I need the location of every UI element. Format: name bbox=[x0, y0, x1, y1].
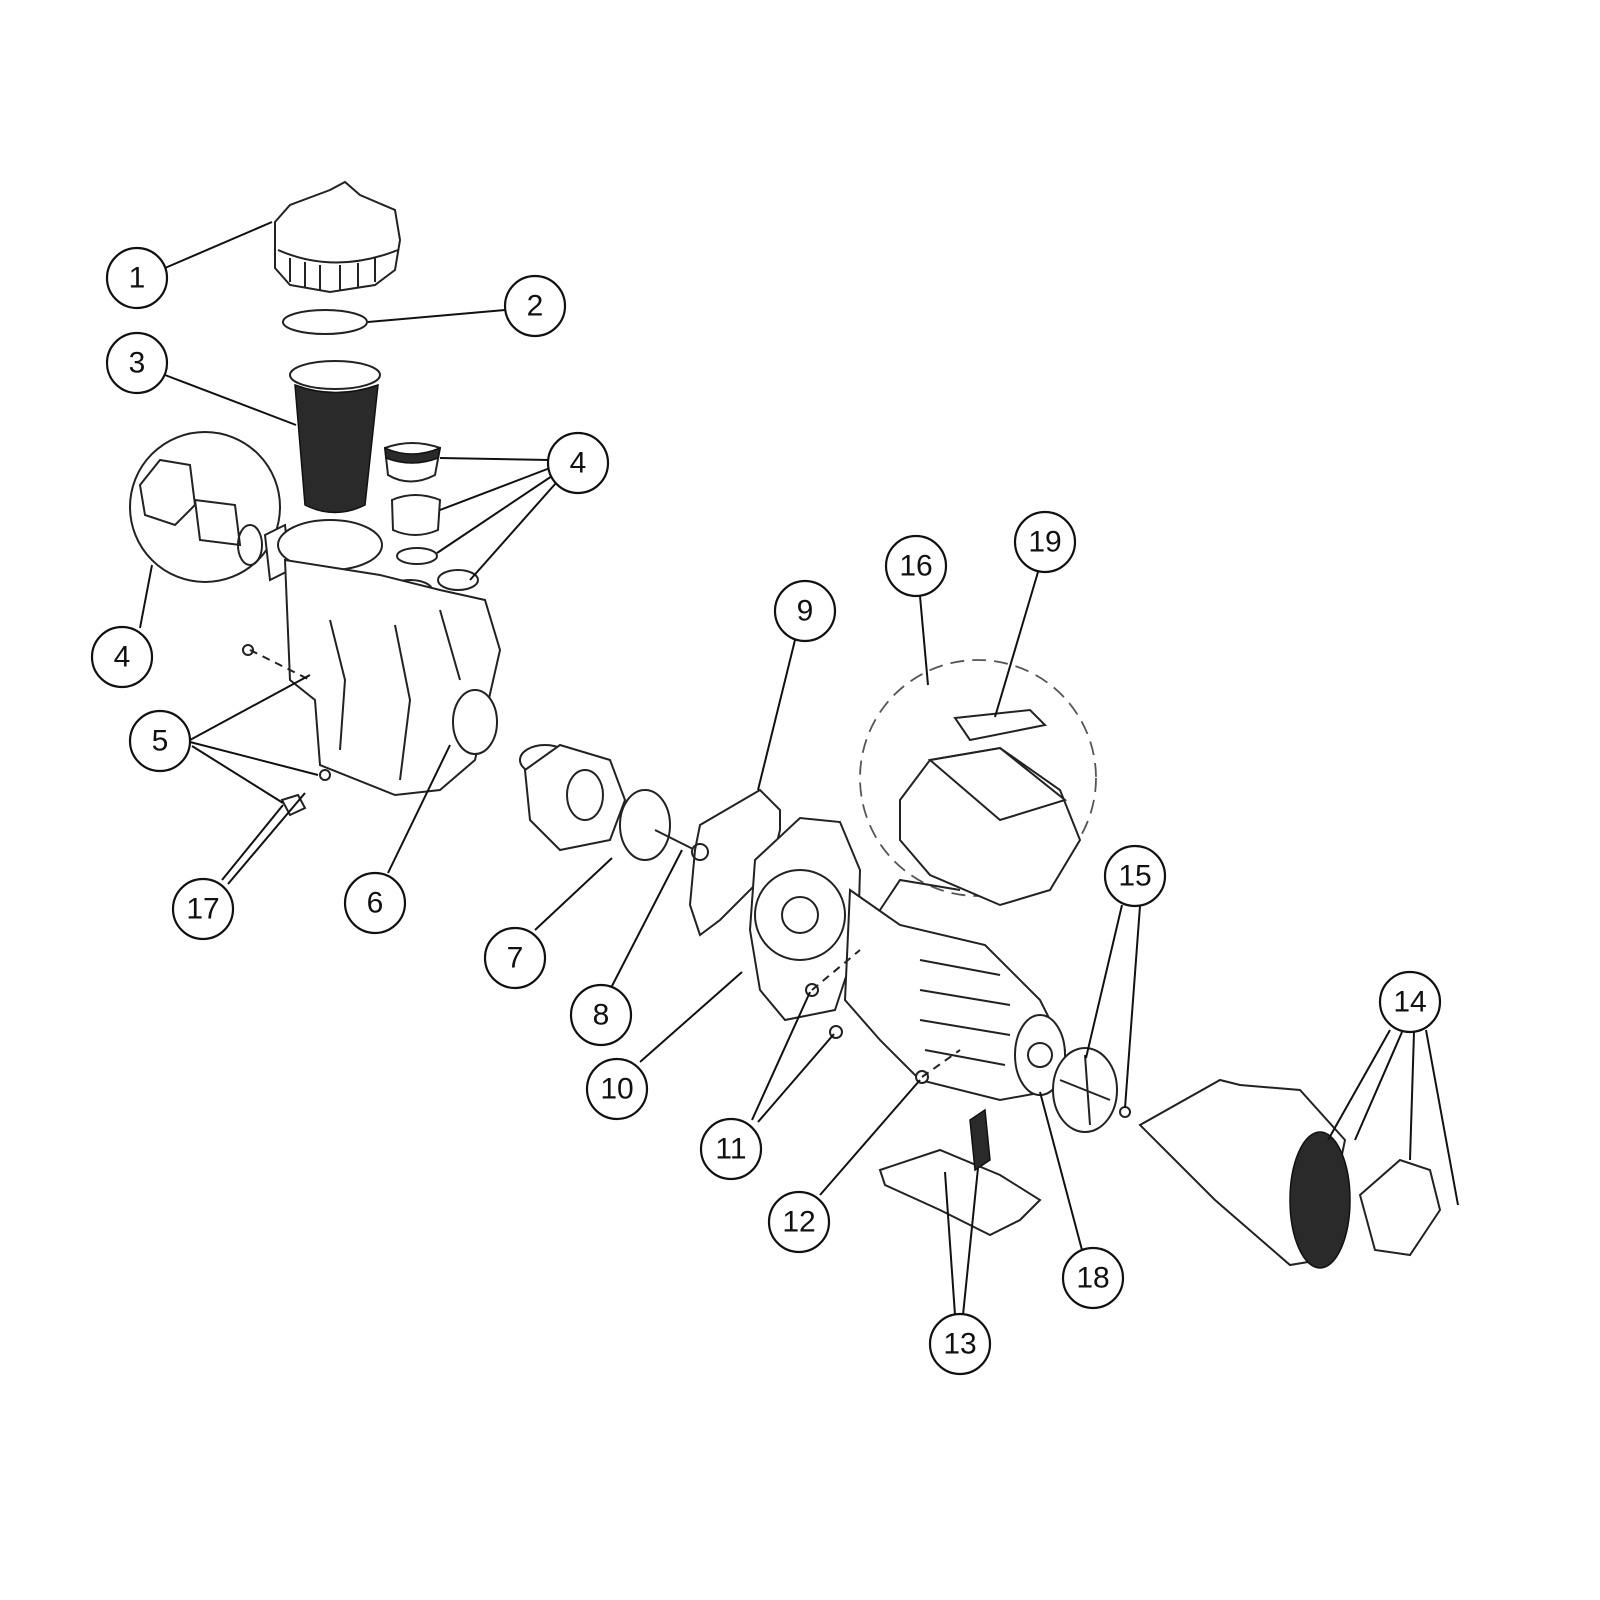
callout-label: 4 bbox=[114, 641, 131, 674]
callout-label: 3 bbox=[129, 347, 146, 380]
callout-label: 5 bbox=[152, 725, 169, 758]
callout-label: 9 bbox=[797, 595, 814, 628]
part-lid-oring bbox=[282, 309, 368, 335]
callout-label: 11 bbox=[715, 1133, 746, 1166]
callout-label: 4 bbox=[570, 447, 587, 480]
callout-label: 12 bbox=[782, 1206, 815, 1239]
part-seal-gasket bbox=[688, 788, 781, 937]
callout-19: 19 bbox=[1013, 510, 1077, 574]
part-union-inset bbox=[129, 431, 292, 583]
callout-label: 15 bbox=[1118, 860, 1151, 893]
callout-11: 11 bbox=[699, 1117, 763, 1181]
part-fan-cover bbox=[1138, 1078, 1442, 1269]
part-motor-base bbox=[878, 1108, 1042, 1237]
callout-7: 7 bbox=[483, 926, 547, 990]
callout-17: 17 bbox=[171, 877, 235, 941]
leader-lines bbox=[139, 221, 1459, 1316]
callout-16: 16 bbox=[884, 534, 948, 598]
callout-13: 13 bbox=[928, 1312, 992, 1376]
callout-label: 16 bbox=[899, 550, 932, 583]
callout-4-left: 4 bbox=[90, 625, 154, 689]
callout-label: 1 bbox=[129, 262, 146, 295]
callout-label: 18 bbox=[1076, 1262, 1109, 1295]
callout-8: 8 bbox=[569, 983, 633, 1047]
callout-1: 1 bbox=[105, 246, 169, 310]
part-diffuser bbox=[519, 743, 627, 852]
callout-label: 10 bbox=[600, 1073, 633, 1106]
callout-6: 6 bbox=[343, 871, 407, 935]
part-drive-controller bbox=[859, 659, 1097, 911]
part-lid bbox=[274, 180, 402, 294]
part-strainer-basket bbox=[289, 360, 381, 514]
callout-9: 9 bbox=[773, 579, 837, 643]
callout-label: 2 bbox=[527, 290, 544, 323]
part-union-fittings bbox=[383, 442, 479, 601]
callout-label: 19 bbox=[1028, 526, 1061, 559]
callout-label: 17 bbox=[186, 893, 219, 926]
part-cooling-fan bbox=[1052, 1047, 1131, 1133]
callout-15: 15 bbox=[1103, 844, 1167, 908]
callout-label: 8 bbox=[593, 999, 610, 1032]
callout-4-top: 4 bbox=[546, 431, 610, 495]
callout-5: 5 bbox=[128, 709, 192, 773]
callout-2: 2 bbox=[503, 274, 567, 338]
callout-label: 14 bbox=[1393, 986, 1426, 1019]
callout-3: 3 bbox=[105, 331, 169, 395]
callout-label: 13 bbox=[943, 1328, 976, 1361]
callout-14: 14 bbox=[1378, 970, 1442, 1034]
callout-18: 18 bbox=[1061, 1246, 1125, 1310]
part-pump-housing bbox=[242, 519, 502, 817]
part-motor bbox=[805, 888, 1067, 1102]
callout-label: 6 bbox=[367, 887, 384, 920]
callout-10: 10 bbox=[585, 1057, 649, 1121]
part-seal-plate bbox=[748, 816, 862, 1022]
callout-label: 7 bbox=[507, 942, 524, 975]
callout-12: 12 bbox=[767, 1190, 831, 1254]
